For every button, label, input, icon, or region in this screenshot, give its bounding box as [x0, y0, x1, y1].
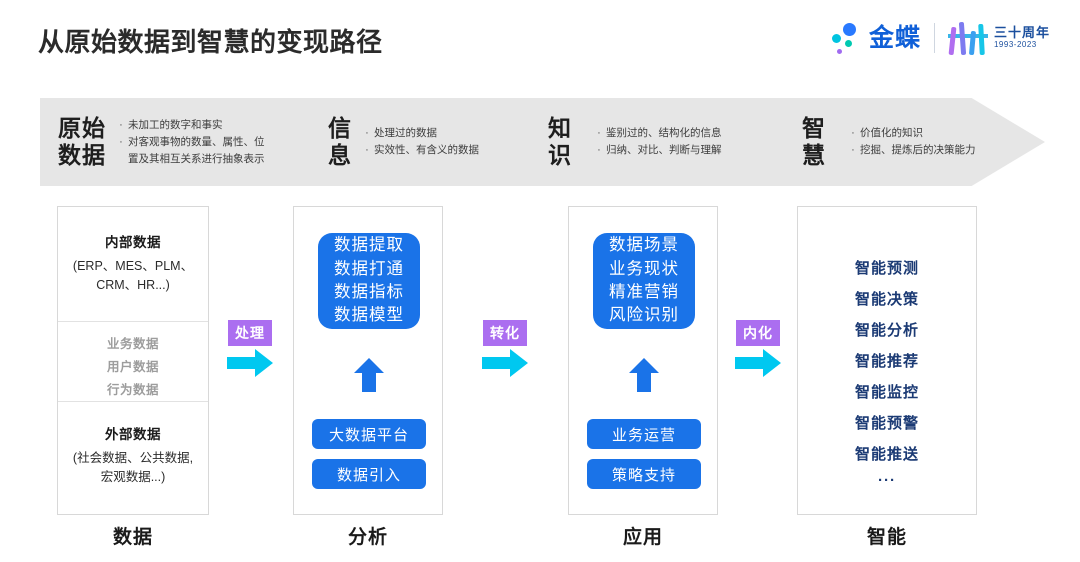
section-divider [58, 401, 208, 402]
band-stage-title: 智慧 [802, 114, 826, 168]
internal-data-sub-line1: (ERP、MES、PLM、 [72, 259, 194, 273]
application-card-line-2: 业务现状 [609, 259, 679, 278]
column-label-application: 应用 [622, 527, 663, 548]
external-data-sub-line1: (社会数据、公共数据, [72, 451, 194, 465]
middle-item-business: 业务数据 [106, 337, 159, 351]
connector-badge-transform: 转化 [483, 320, 527, 346]
bullet-icon: · [851, 126, 855, 139]
bullet-icon: · [365, 126, 369, 139]
band-stage-title: 知识 [548, 114, 572, 168]
arrow-up-icon-2 [629, 358, 659, 392]
anniversary-mark-icon [947, 21, 988, 56]
intelligence-item-5: 智能监控 [854, 384, 919, 401]
page-title: 从原始数据到智慧的变现路径 [38, 27, 383, 57]
bullet-icon: · [597, 126, 601, 139]
connector-badge-internalize: 内化 [736, 320, 780, 346]
arrow-up-icon-1 [354, 358, 384, 392]
band-stage-title: 原始数据 [58, 114, 106, 168]
analysis-card-line-3: 数据指标 [334, 283, 404, 301]
intelligence-item-ellipsis: ··· [878, 472, 896, 489]
column-analysis-box: 数据提取 数据打通 数据指标 数据模型 大数据平台 数据引入 [293, 206, 443, 515]
bullet-icon: · [119, 118, 123, 131]
anniversary-years: 1993-2023 [993, 40, 1037, 50]
application-card-line-4: 风险识别 [609, 306, 679, 325]
arrow-right-icon-3 [735, 349, 781, 377]
application-card-line-3: 精准营销 [609, 283, 679, 301]
analysis-card-line-4: 数据模型 [334, 306, 404, 325]
connector-badge-processing: 处理 [228, 320, 272, 346]
column-label-data: 数据 [112, 527, 153, 548]
analysis-card-line-1: 数据提取 [334, 236, 404, 255]
intelligence-item-3: 智能分析 [854, 322, 919, 339]
arrow-right-icon-1 [227, 349, 273, 377]
logo-dots-icon [830, 21, 864, 55]
band-stage-title: 信息 [328, 114, 352, 168]
intelligence-item-4: 智能推荐 [854, 353, 919, 370]
middle-item-user: 用户数据 [106, 360, 159, 375]
application-primary-card: 数据场景 业务现状 精准营销 风险识别 [593, 233, 695, 329]
anniversary-text: 三十周年 1993-2023 [993, 25, 1050, 50]
arrow-right-icon-2 [482, 349, 528, 377]
band-stage-wisdom: 智慧 ·价值化的知识 ·挖掘、提炼后的决策能力 [802, 114, 976, 168]
anniversary-label: 三十周年 [993, 25, 1050, 41]
external-data-sub-line2: 宏观数据...) [100, 470, 166, 485]
middle-item-behavior: 行为数据 [106, 383, 159, 398]
band-stage-information: 信息 ·处理过的数据 ·实效性、有含义的数据 [328, 114, 479, 168]
analysis-pill-ingest: 数据引入 [312, 459, 426, 489]
application-card-line-1: 数据场景 [609, 236, 679, 255]
band-stage-raw-data: 原始数据 ·未加工的数字和事实 ·对客观事物的数量、属性、位 置及其相互关系进行… [58, 114, 265, 168]
analysis-primary-card: 数据提取 数据打通 数据指标 数据模型 [318, 233, 420, 329]
column-application-box: 数据场景 业务现状 精准营销 风险识别 业务运营 策略支持 [568, 206, 718, 515]
column-label-analysis: 分析 [347, 527, 388, 548]
column-label-intelligence: 智能 [866, 527, 907, 548]
analysis-card-line-2: 数据打通 [334, 259, 404, 278]
bullet-icon: · [851, 144, 855, 156]
logo-brand-name: 金蝶 [868, 23, 921, 52]
intelligence-item-1: 智能预测 [854, 260, 919, 277]
external-data-title: 外部数据 [105, 427, 161, 442]
intelligence-item-2: 智能决策 [854, 291, 919, 308]
bullet-icon: · [119, 135, 123, 148]
band-stage-knowledge: 知识 ·鉴别过的、结构化的信息 ·归纳、对比、判断与理解 [548, 114, 722, 168]
analysis-pill-platform: 大数据平台 [312, 419, 426, 449]
dikw-arrow-band: 原始数据 ·未加工的数字和事实 ·对客观事物的数量、属性、位 置及其相互关系进行… [40, 98, 1045, 186]
internal-data-title: 内部数据 [105, 235, 161, 250]
logo-divider [933, 23, 935, 53]
bullet-icon: · [365, 144, 369, 156]
intelligence-item-6: 智能预警 [854, 415, 919, 432]
internal-data-sub-line2: CRM、HR...) [96, 278, 170, 293]
intelligence-item-7: 智能推送 [854, 446, 919, 463]
column-data-box: 内部数据 (ERP、MES、PLM、 CRM、HR...) 业务数据 用户数据 … [57, 206, 209, 515]
application-pill-operations: 业务运营 [587, 419, 701, 449]
kingdee-logo: 金蝶 三十周年 1993-2023 [830, 18, 1050, 58]
application-pill-strategy: 策略支持 [587, 459, 701, 489]
section-divider [58, 321, 208, 322]
column-intelligence-box: 智能预测 智能决策 智能分析 智能推荐 智能监控 智能预警 智能推送 ··· [797, 206, 977, 515]
bullet-icon: · [597, 144, 601, 156]
